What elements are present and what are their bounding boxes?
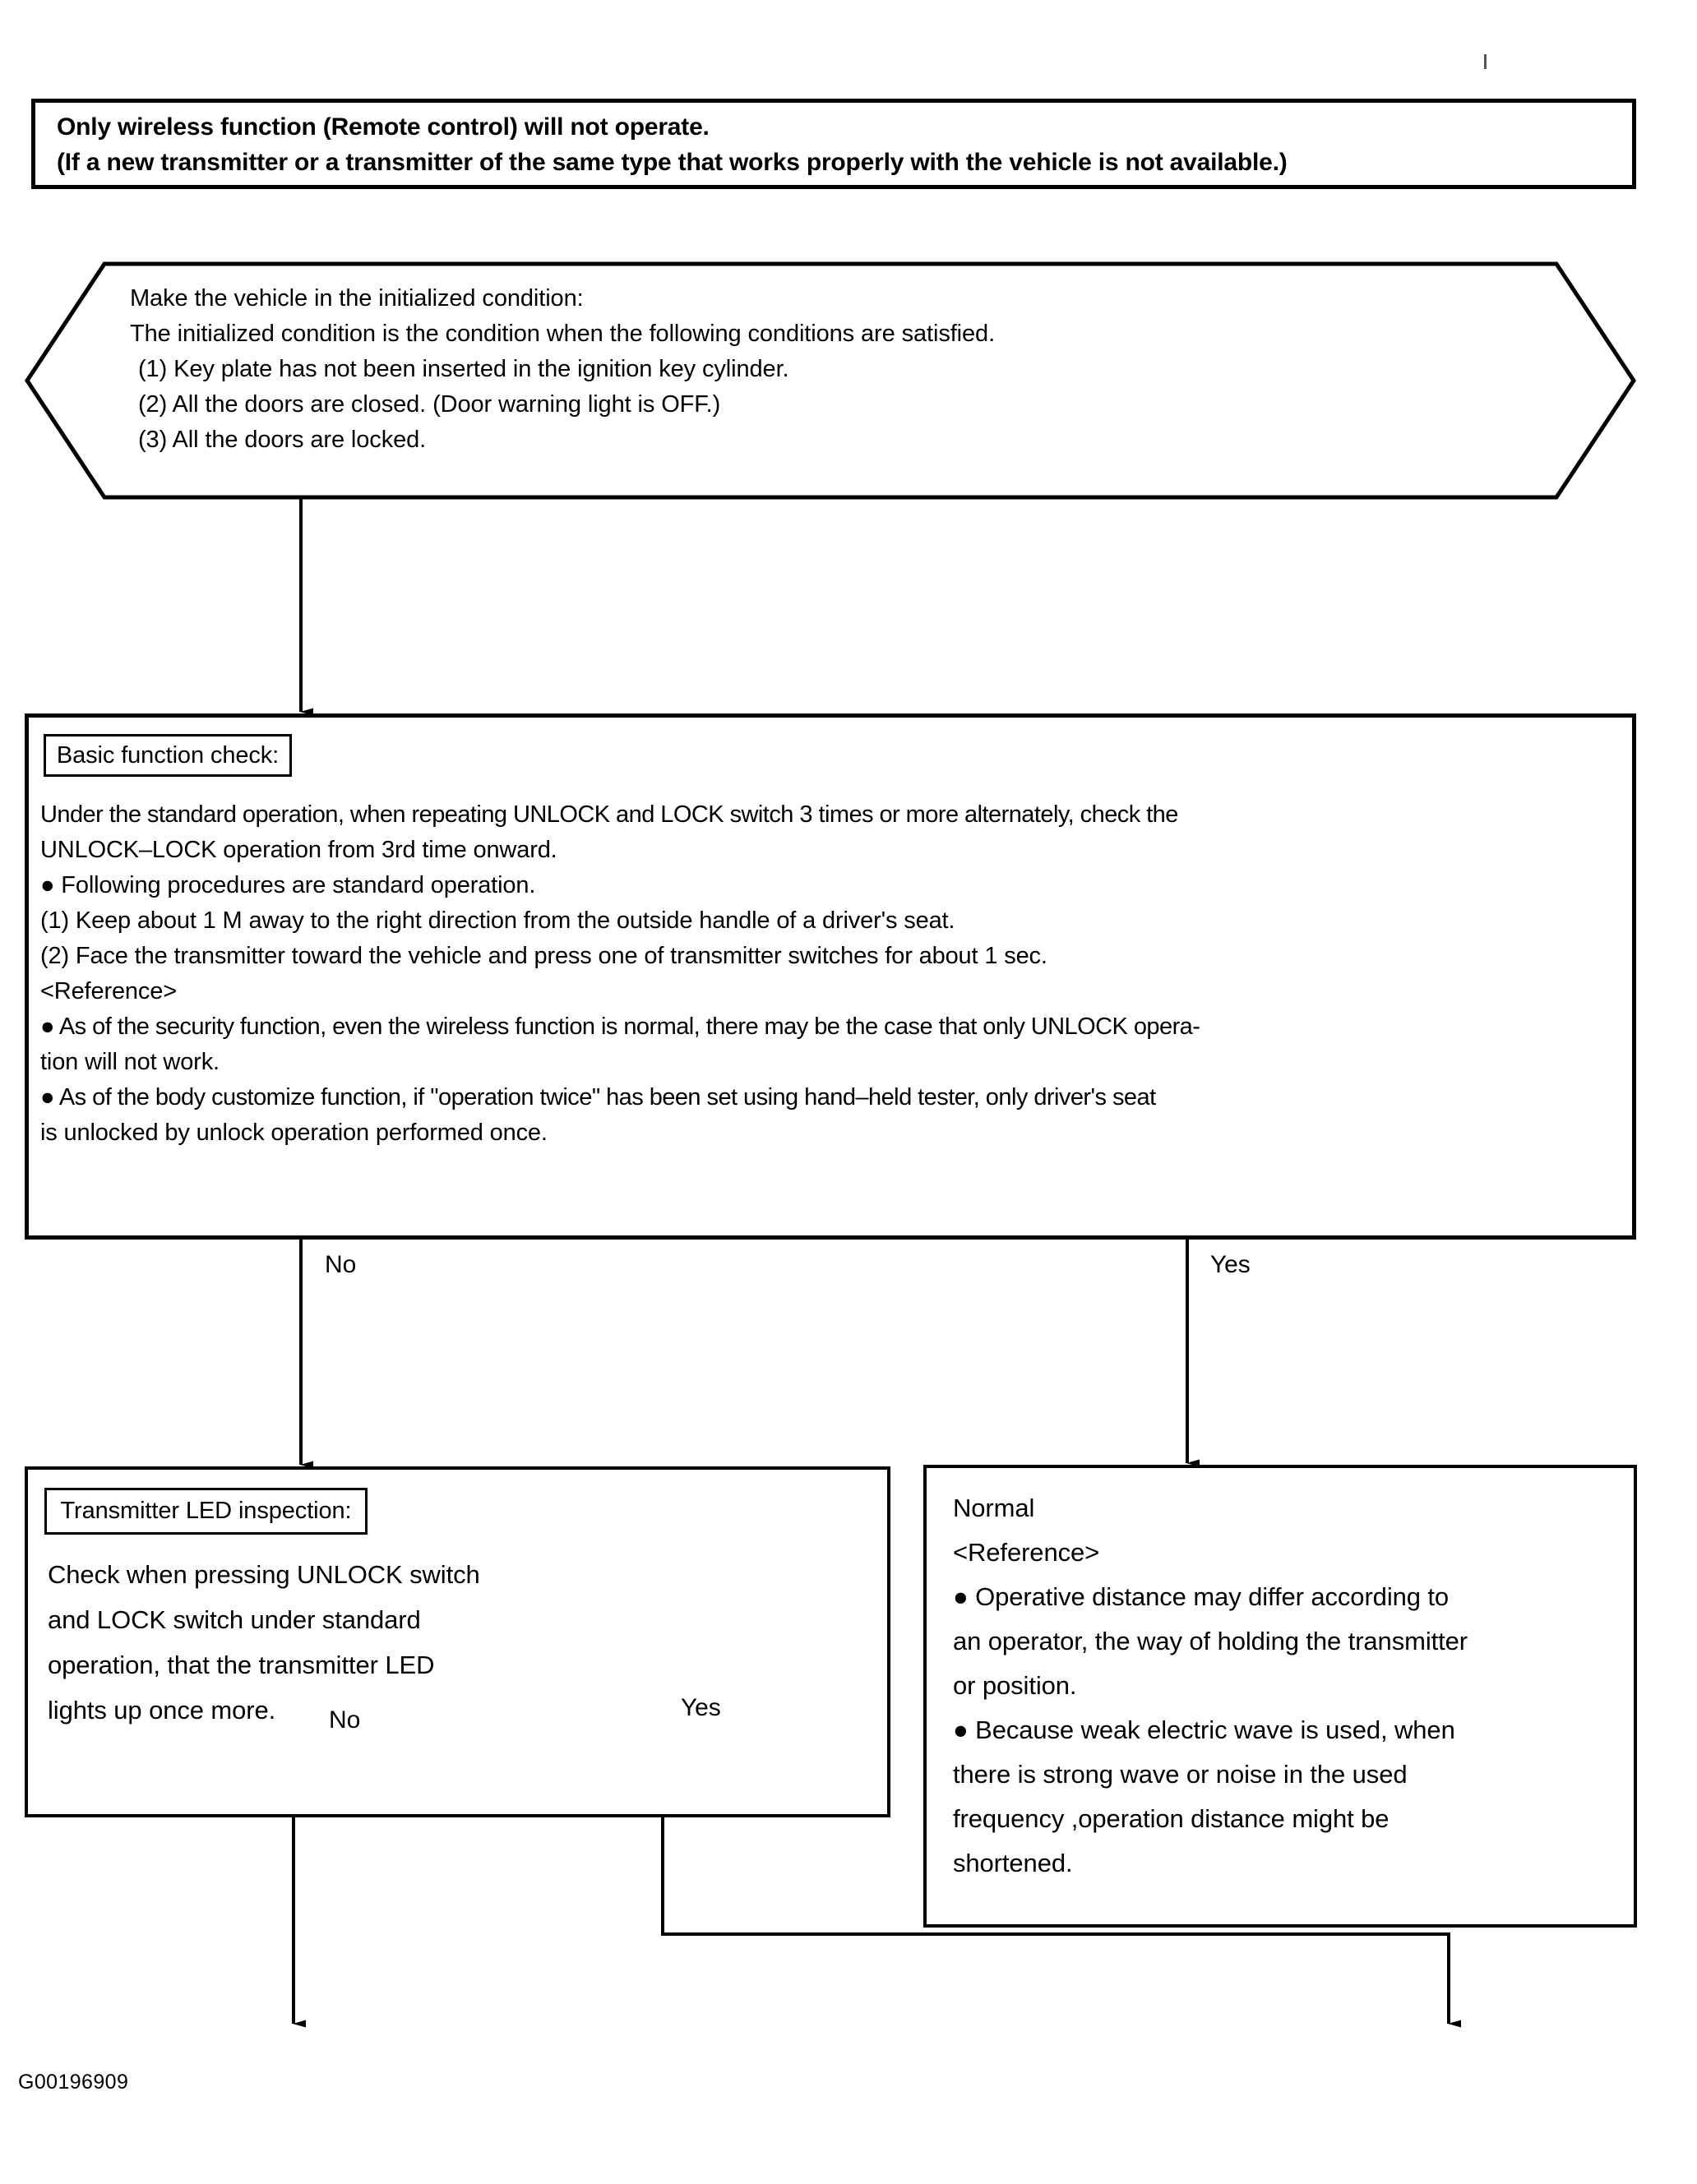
basic-line-1: Under the standard operation, when repea… [40, 801, 1178, 828]
hex-line-5: (3) All the doors are locked. [138, 427, 427, 453]
basic-line-8: tion will not work. [40, 1049, 220, 1075]
basic-line-10: is unlocked by unlock operation performe… [40, 1120, 548, 1146]
hex-line-4: (2) All the doors are closed. (Door warn… [138, 391, 721, 418]
normal-line-7: there is strong wave or noise in the use… [953, 1760, 1408, 1789]
transmitter-led-inspection-tag: Transmitter LED inspection: [44, 1488, 368, 1535]
initialized-condition-text: Make the vehicle in the initialized cond… [130, 281, 1528, 458]
normal-line-6: ● Because weak electric wave is used, wh… [953, 1715, 1455, 1744]
hex-line-3: (1) Key plate has not been inserted in t… [138, 356, 789, 382]
normal-line-5: or position. [953, 1671, 1077, 1700]
transmitter-led-inspection-box: Transmitter LED inspection: Check when p… [25, 1466, 890, 1817]
normal-line-2: <Reference> [953, 1538, 1100, 1567]
transmitter-led-inspection-text: Check when pressing UNLOCK switch and LO… [48, 1552, 853, 1733]
led-line-3: operation, that the transmitter LED [48, 1651, 435, 1679]
hex-line-2: The initialized condition is the conditi… [130, 321, 996, 347]
basic-line-2: UNLOCK–LOCK operation from 3rd time onwa… [40, 837, 557, 863]
normal-result-box: Normal <Reference> ● Operative distance … [923, 1465, 1637, 1928]
basic-line-5: (2) Face the transmitter toward the vehi… [40, 943, 1047, 969]
problem-statement-line-2: (If a new transmitter or a transmitter o… [57, 149, 1288, 176]
basic-function-check-text: Under the standard operation, when repea… [40, 797, 1611, 1151]
initialized-condition-hexagon: Make the vehicle in the initialized cond… [25, 261, 1636, 500]
led-line-1: Check when pressing UNLOCK switch [48, 1560, 480, 1589]
normal-result-text: Normal <Reference> ● Operative distance … [953, 1486, 1635, 1886]
branch2-yes-label: Yes [681, 1694, 721, 1721]
led-line-4: lights up once more. [48, 1696, 276, 1725]
branch1-no-label: No [325, 1251, 357, 1278]
branch2-no-label: No [329, 1706, 361, 1734]
normal-line-4: an operator, the way of holding the tran… [953, 1627, 1468, 1655]
figure-code-label: G00196909 [18, 2071, 129, 2094]
branch1-yes-label: Yes [1210, 1251, 1251, 1278]
basic-line-9: ● As of the body customize function, if … [40, 1084, 1156, 1110]
normal-line-1: Normal [953, 1494, 1035, 1522]
basic-line-3: ● Following procedures are standard oper… [40, 872, 536, 898]
led-line-2: and LOCK switch under standard [48, 1605, 421, 1634]
problem-statement-box: Only wireless function (Remote control) … [31, 99, 1636, 189]
normal-line-8: frequency ,operation distance might be [953, 1804, 1390, 1833]
basic-function-check-tag: Basic function check: [44, 734, 292, 777]
hexagon-shape-icon [25, 261, 1636, 500]
basic-line-4: (1) Keep about 1 M away to the right dir… [40, 907, 955, 934]
problem-statement-line-1: Only wireless function (Remote control) … [57, 113, 710, 141]
basic-function-check-tag-label: Basic function check: [56, 741, 280, 769]
normal-line-9: shortened. [953, 1849, 1073, 1877]
transmitter-led-inspection-tag-label: Transmitter LED inspection: [60, 1498, 352, 1524]
basic-line-6: <Reference> [40, 978, 178, 1004]
normal-line-3: ● Operative distance may differ accordin… [953, 1582, 1450, 1611]
hex-line-1: Make the vehicle in the initialized cond… [130, 285, 584, 312]
basic-function-check-box: Basic function check: Under the standard… [25, 713, 1636, 1240]
basic-line-7: ● As of the security function, even the … [40, 1014, 1200, 1040]
registration-tick-icon [1484, 54, 1487, 69]
